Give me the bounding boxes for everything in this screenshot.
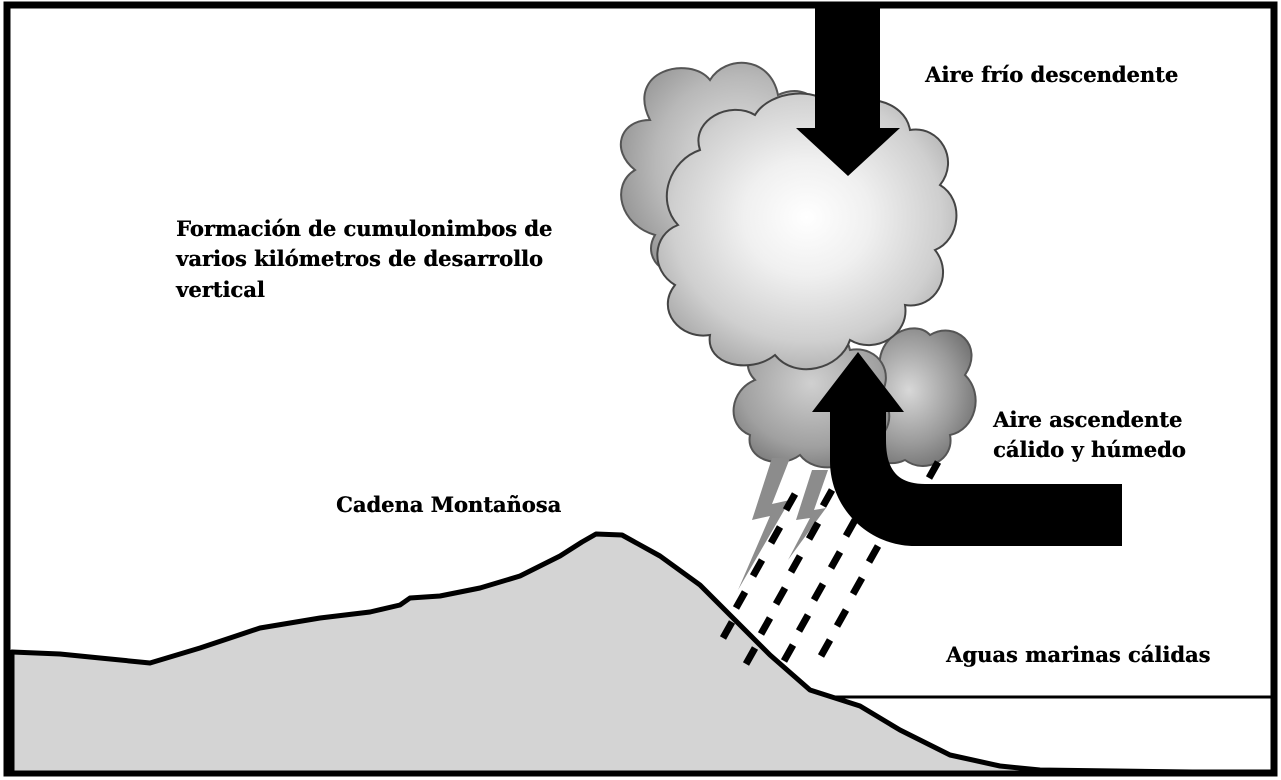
label-warm-air-line-2: cálido y húmedo: [993, 437, 1186, 463]
label-cold-air: Aire frío descendente: [925, 62, 1179, 87]
lightning-bolt-2: [788, 470, 828, 560]
lightning-bolt-1: [738, 458, 790, 590]
label-mountain: Cadena Montañosa: [336, 492, 562, 517]
label-cumulonimbus-line-1: Formación de cumulonimbos de: [176, 216, 553, 241]
cold-air-down-arrow: [796, 8, 900, 176]
label-cumulonimbus: Formación de cumulonimbos de varios kiló…: [176, 214, 552, 305]
label-cumulonimbus-line-2: varios kilómetros de desarrollo: [176, 246, 543, 272]
label-sea: Aguas marinas cálidas: [946, 642, 1211, 667]
warm-air-up-arrow: [812, 352, 1122, 546]
mountain-range: [9, 531, 1277, 776]
label-warm-air: Aire ascendente cálido y húmedo: [993, 405, 1186, 466]
label-warm-air-line-1: Aire ascendente: [993, 407, 1183, 432]
label-cumulonimbus-line-3: vertical: [176, 276, 265, 302]
